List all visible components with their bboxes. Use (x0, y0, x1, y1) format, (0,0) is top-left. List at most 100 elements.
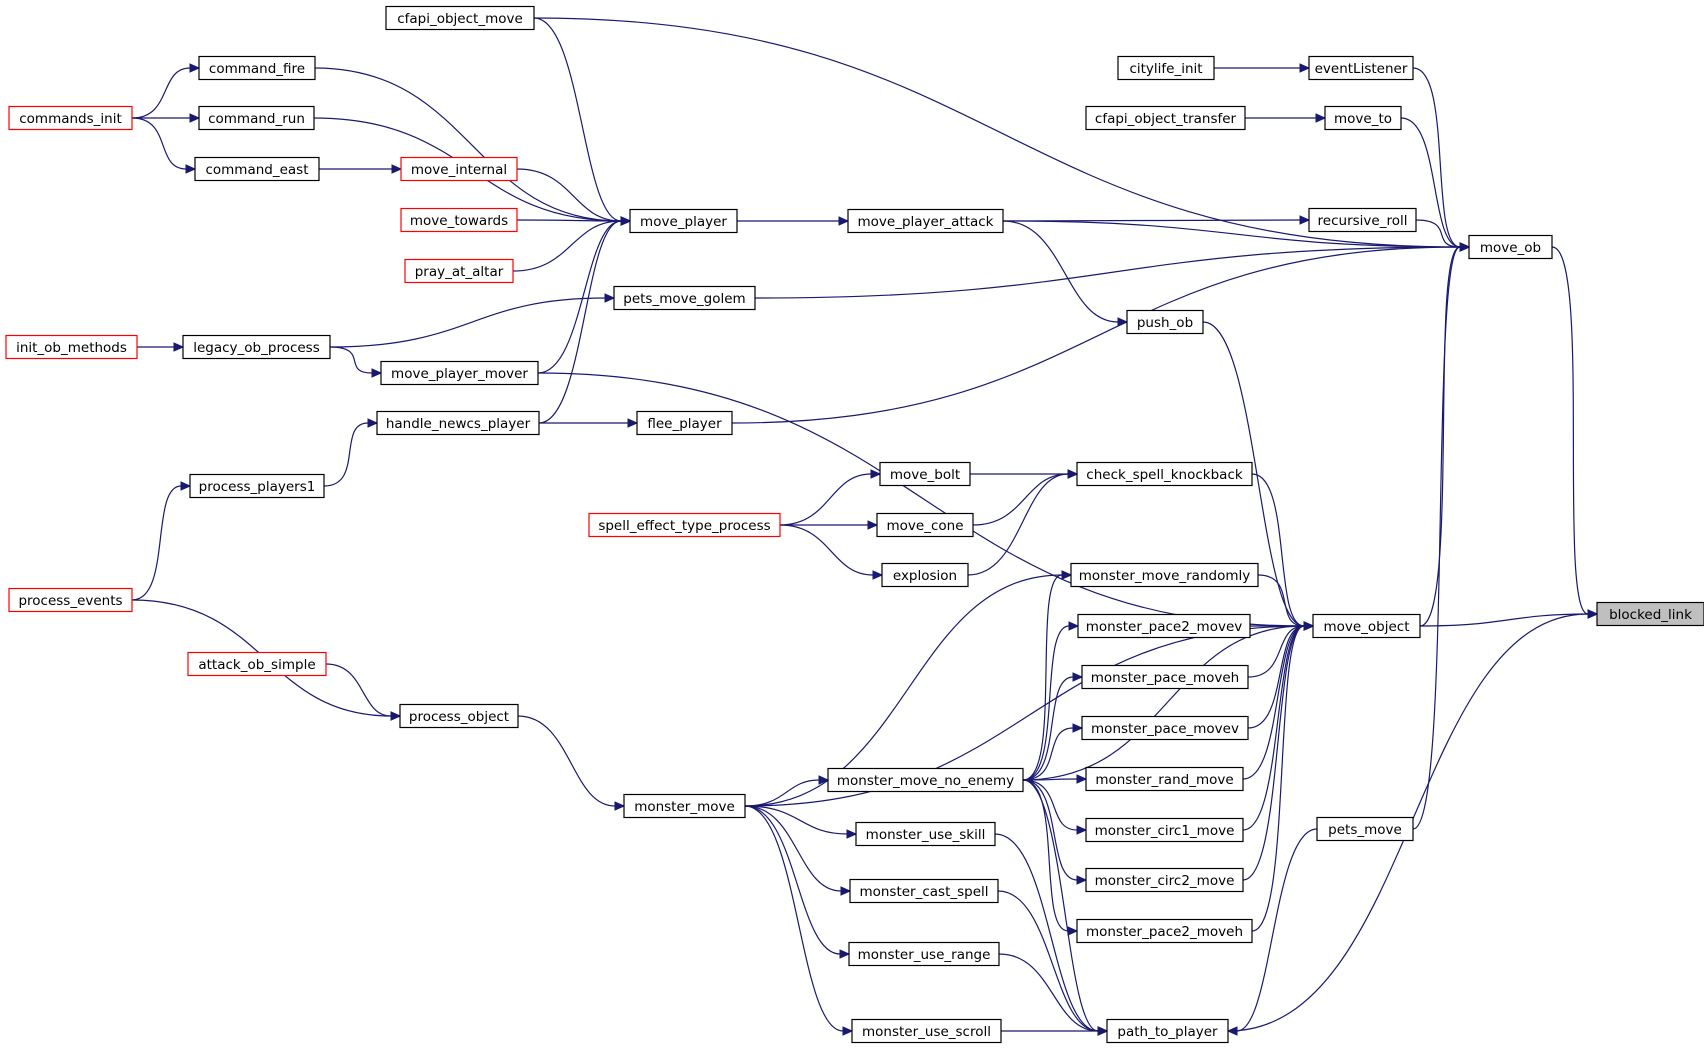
node-process-players1[interactable]: process_players1 (189, 473, 325, 499)
edge-monster_move_no_enemy-to-monster_circ1_move (1022, 779, 1088, 835)
node-box (1126, 309, 1204, 335)
edge-line (1247, 625, 1305, 678)
node-command-run[interactable]: command_run (198, 105, 315, 131)
node-monster-move-no-enemy[interactable]: monster_move_no_enemy (827, 767, 1024, 793)
edge-arrowhead (1072, 672, 1084, 682)
node-pets-move[interactable]: pets_move (1316, 816, 1414, 842)
edge-pets_move-to-path_to_player (1226, 828, 1318, 1036)
node-label: monster_circ2_move (1095, 873, 1235, 889)
edge-line (533, 17, 622, 222)
node-process-events[interactable]: process_events (8, 587, 133, 613)
node-label: monster_use_range (858, 947, 991, 963)
node-monster-pace-moveh[interactable]: monster_pace_moveh (1081, 664, 1249, 690)
node-flee-player[interactable]: flee_player (636, 410, 733, 436)
edge-line (1002, 219, 1301, 222)
node-label: process_events (18, 593, 122, 609)
node-label: citylife_init (1129, 61, 1202, 77)
node-cfapi-object-transfer[interactable]: cfapi_object_transfer (1085, 105, 1246, 131)
node-handle-newcs-player[interactable]: handle_newcs_player (376, 410, 540, 436)
edge-arrowhead (1459, 242, 1471, 252)
node-blocked-link: blocked_link (1596, 601, 1704, 627)
edge-line (1400, 117, 1461, 248)
node-command-fire[interactable]: command_fire (198, 55, 316, 81)
node-citylife-init[interactable]: citylife_init (1117, 55, 1215, 81)
node-box (194, 156, 320, 182)
edge-monster_circ2_move-to-move_object (1242, 621, 1315, 881)
edge-citylife_init-to-eventListener (1214, 63, 1311, 73)
edge-line (1002, 220, 1119, 323)
node-monster-circ1-move[interactable]: monster_circ1_move (1085, 817, 1244, 843)
node-monster-move[interactable]: monster_move (623, 793, 746, 819)
node-move-player-attack[interactable]: move_player_attack (847, 208, 1004, 234)
node-monster-pace2-movev[interactable]: monster_pace2_movev (1077, 613, 1251, 639)
node-move-cone[interactable]: move_cone (876, 512, 974, 538)
node-monster-rand-move[interactable]: monster_rand_move (1085, 766, 1244, 792)
node-explosion[interactable]: explosion (881, 562, 969, 588)
node-move-object[interactable]: move_object (1312, 613, 1421, 639)
edge-arrowhead (1315, 113, 1327, 123)
node-box (1308, 207, 1417, 233)
node-pray-at-altar[interactable]: pray_at_altar (404, 258, 514, 284)
edge-line (1022, 779, 1099, 1032)
node-box (1316, 816, 1414, 842)
node-push-ob[interactable]: push_ob (1126, 309, 1204, 335)
edge-monster_rand_move-to-move_object (1242, 621, 1315, 780)
node-move-ob[interactable]: move_ob (1468, 234, 1553, 260)
node-monster-pace2-moveh[interactable]: monster_pace2_moveh (1076, 918, 1253, 944)
node-label: process_object (409, 709, 509, 725)
node-move-player-mover[interactable]: move_player_mover (380, 360, 539, 386)
edge-line (744, 779, 820, 807)
node-move-internal[interactable]: move_internal (400, 156, 518, 182)
edge-move_object-to-blocked_link (1419, 609, 1599, 627)
edge-arrowhead (1299, 63, 1311, 73)
node-spell-effect-type-process[interactable]: spell_effect_type_process (588, 512, 781, 538)
node-process-object[interactable]: process_object (399, 703, 519, 729)
node-move-player[interactable]: move_player (629, 208, 738, 234)
node-cfapi-object-move[interactable]: cfapi_object_move (385, 5, 535, 31)
node-monster-use-scroll[interactable]: monster_use_scroll (851, 1018, 1002, 1044)
node-move-bolt[interactable]: move_bolt (879, 461, 971, 487)
edge-line (1419, 613, 1589, 627)
node-monster-move-randomly[interactable]: monster_move_randomly (1070, 562, 1259, 588)
node-monster-use-range[interactable]: monster_use_range (848, 941, 1000, 967)
node-label: command_run (208, 111, 305, 127)
node-monster-use-skill[interactable]: monster_use_skill (855, 821, 996, 847)
edge-process_object-to-monster_move (517, 715, 626, 811)
node-commands-init[interactable]: commands_init (8, 105, 133, 131)
edge-move_player_attack-to-push_ob (1002, 220, 1129, 327)
edge-handle_newcs_player-to-move_player (538, 216, 632, 424)
node-label: move_object (1323, 619, 1409, 635)
node-eventListener[interactable]: eventListener (1308, 55, 1414, 81)
node-monster-pace-movev[interactable]: monster_pace_movev (1081, 715, 1249, 741)
node-move-to[interactable]: move_to (1324, 105, 1402, 131)
edge-line (779, 524, 874, 576)
node-command-east[interactable]: command_east (194, 156, 320, 182)
edge-monster_move_no_enemy-to-monster_move_randomly (1022, 570, 1073, 781)
node-path-to-player[interactable]: path_to_player (1106, 1018, 1229, 1044)
edge-arrowhead (1068, 621, 1080, 631)
node-monster-cast-spell[interactable]: monster_cast_spell (849, 878, 999, 904)
edge-line (1412, 246, 1461, 830)
node-label: cfapi_object_move (397, 11, 523, 27)
edge-pets_move-to-move_ob (1412, 242, 1471, 830)
node-box (1117, 55, 1215, 81)
node-monster-circ2-move[interactable]: monster_circ2_move (1085, 867, 1244, 893)
node-box (8, 105, 133, 131)
node-label: process_players1 (199, 479, 316, 495)
node-box (380, 360, 539, 386)
node-legacy-ob-process[interactable]: legacy_ob_process (182, 334, 331, 360)
node-recursive-roll[interactable]: recursive_roll (1308, 207, 1417, 233)
edge-arrowhead (1061, 570, 1073, 580)
node-box (588, 512, 781, 538)
node-label: monster_circ1_move (1095, 823, 1235, 839)
edge-line (516, 168, 622, 222)
node-attack-ob-simple[interactable]: attack_ob_simple (187, 651, 327, 677)
edge-line (1419, 246, 1461, 627)
node-check-spell-knockback[interactable]: check_spell_knockback (1076, 461, 1253, 487)
node-label: pray_at_altar (415, 264, 504, 280)
node-pets-move-golem[interactable]: pets_move_golem (613, 285, 756, 311)
node-init-ob-methods[interactable]: init_ob_methods (5, 334, 138, 360)
node-move-towards[interactable]: move_towards (400, 207, 518, 233)
edge-line (1022, 779, 1078, 881)
